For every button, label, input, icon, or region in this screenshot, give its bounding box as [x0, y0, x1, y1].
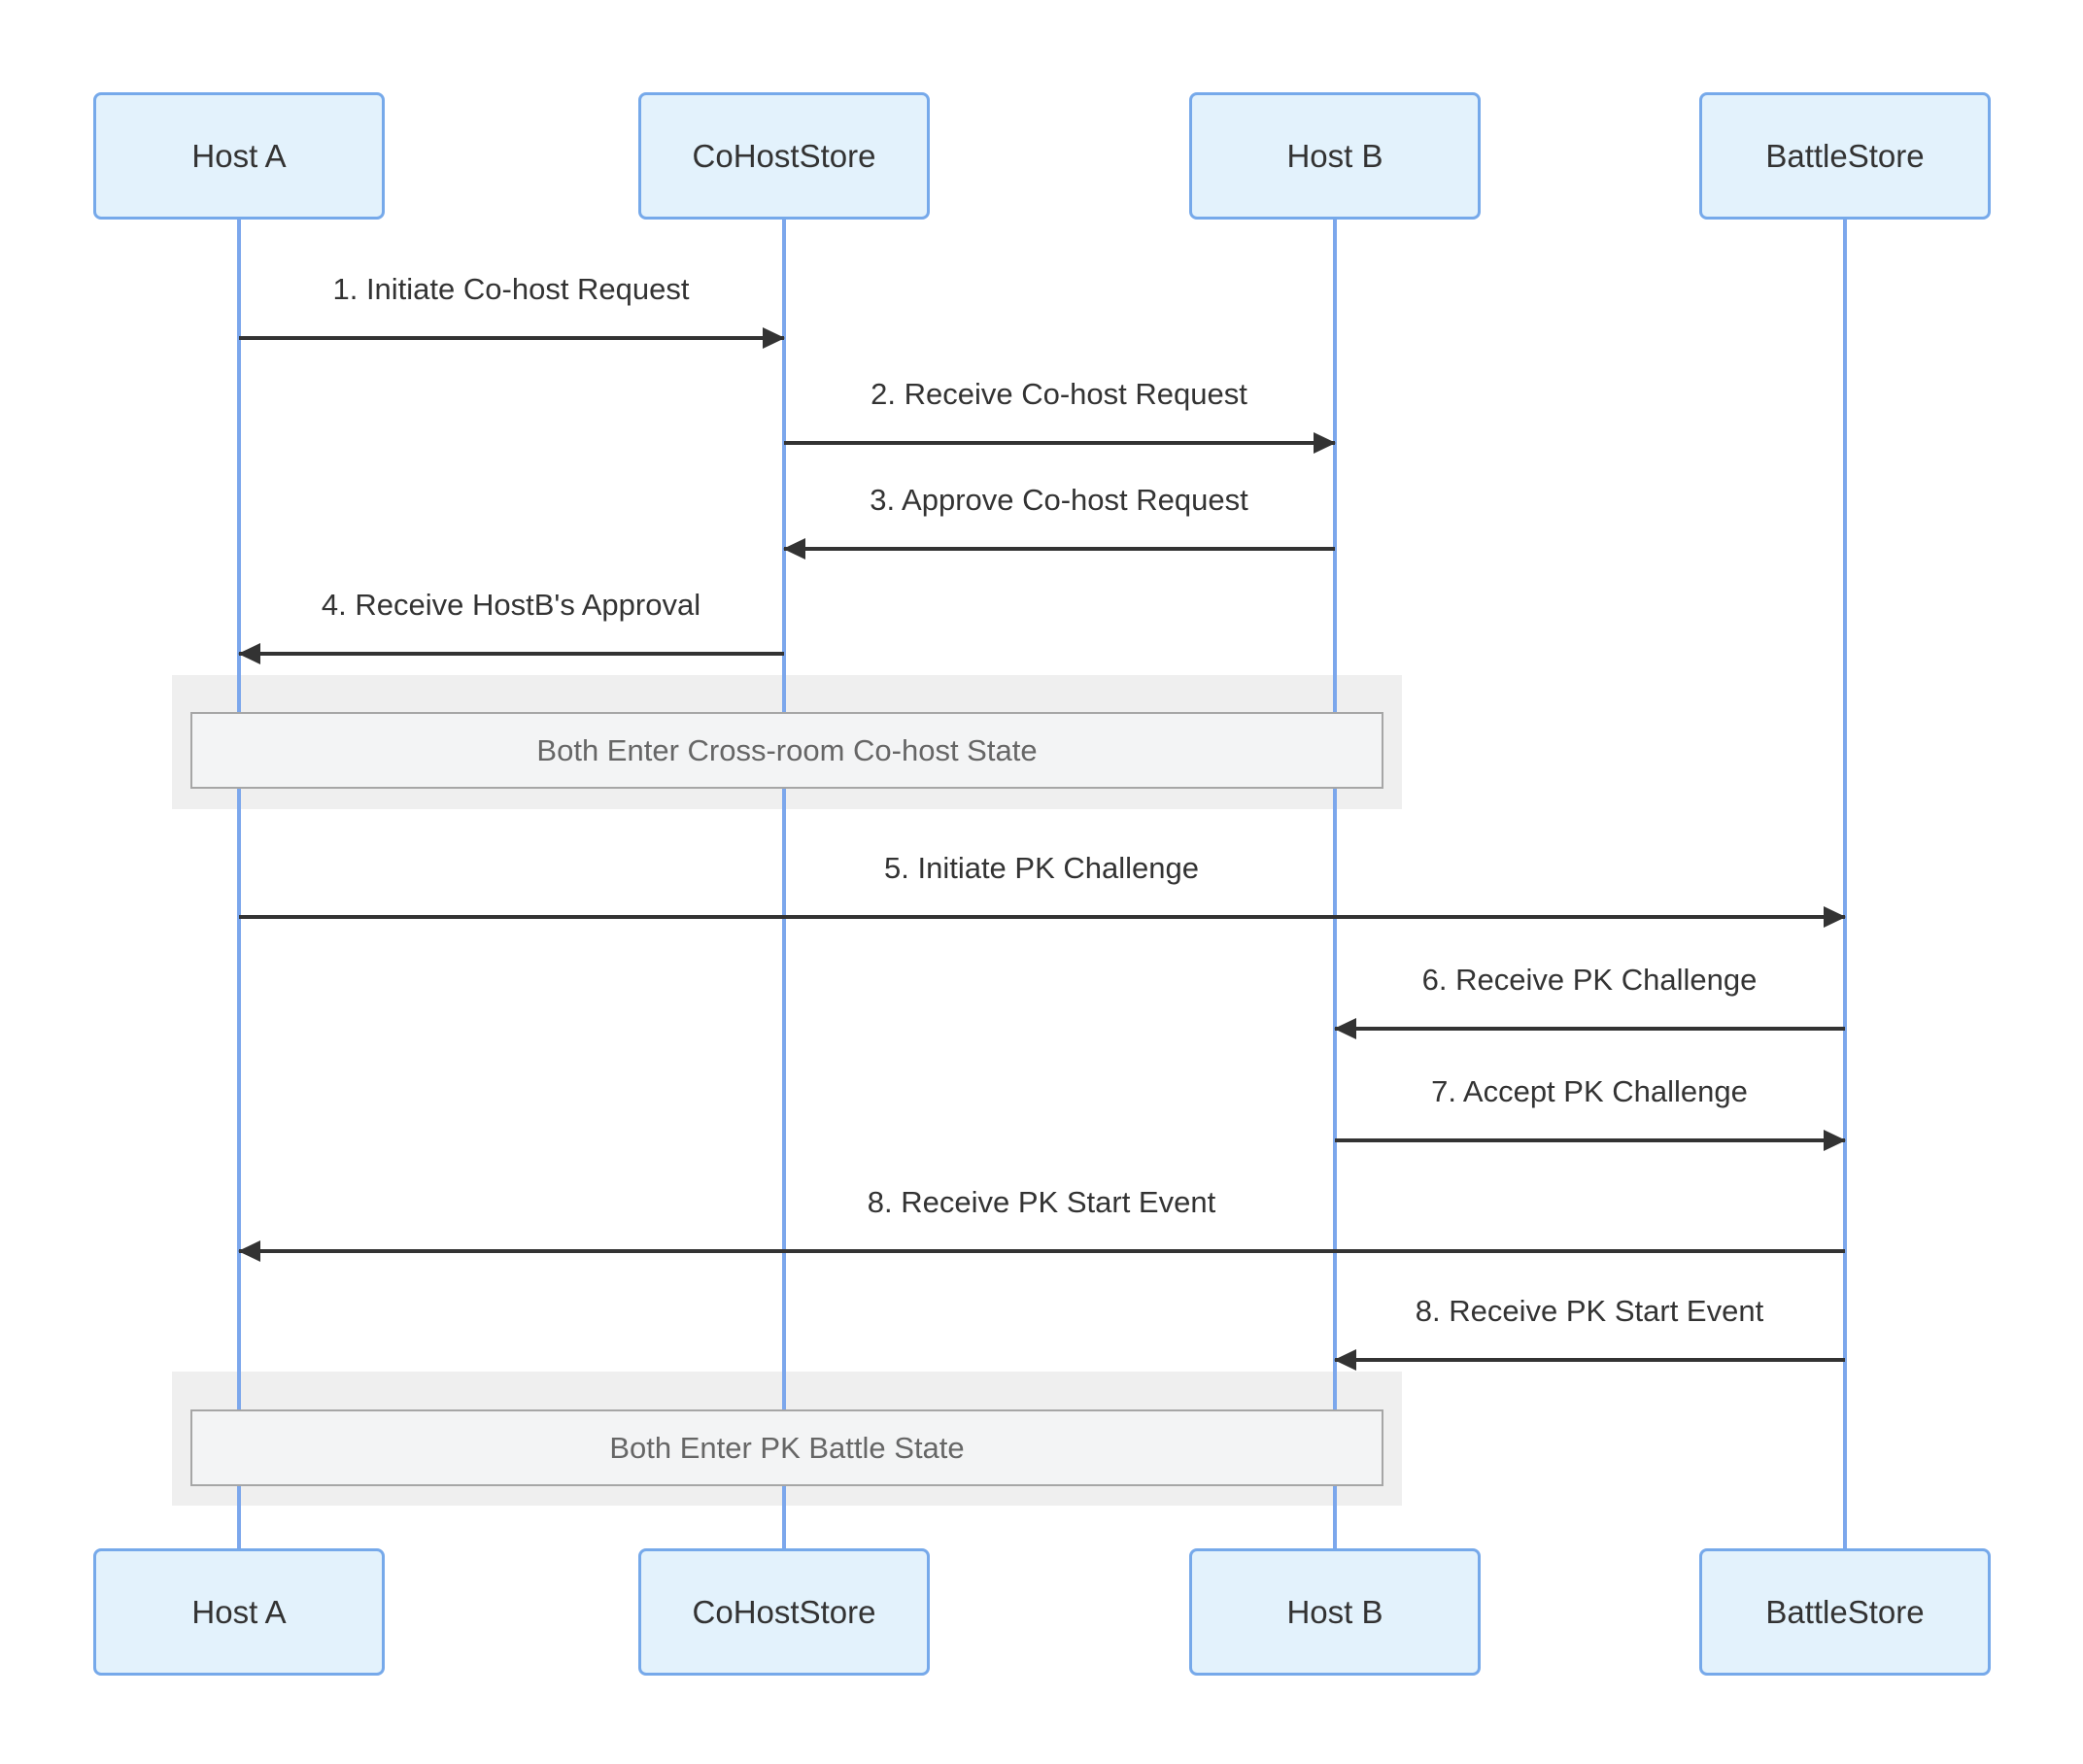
- message-9-arrow: [1334, 1349, 1845, 1371]
- actor-top-cohoststore: CoHostStore: [638, 92, 930, 220]
- actor-bottom-host-b: Host B: [1189, 1548, 1481, 1676]
- message-3-arrow: [783, 538, 1335, 560]
- message-6-arrow: [1334, 1018, 1845, 1039]
- arrowhead-left-icon: [1334, 1349, 1356, 1371]
- arrowhead-right-icon: [1824, 1130, 1846, 1151]
- lifeline-host-b: [1333, 220, 1337, 1548]
- arrowhead-right-icon: [1314, 432, 1336, 454]
- lifeline-host-a: [237, 220, 241, 1548]
- arrowhead-right-icon: [763, 327, 785, 349]
- actor-bottom-battlestore: BattleStore: [1699, 1548, 1991, 1676]
- message-7-label: 7. Accept PK Challenge: [1431, 1074, 1748, 1108]
- note-pk-battle-state: Both Enter PK Battle State: [190, 1409, 1383, 1486]
- message-2-label: 2. Receive Co-host Request: [871, 377, 1247, 411]
- message-4-arrow: [238, 643, 784, 664]
- arrowhead-left-icon: [1334, 1018, 1356, 1039]
- message-5-label: 5. Initiate PK Challenge: [884, 851, 1199, 885]
- message-1-arrow: [239, 327, 785, 349]
- message-2-arrow: [784, 432, 1336, 454]
- message-9-label: 8. Receive PK Start Event: [1415, 1294, 1764, 1328]
- note-cross-room-cohost-state: Both Enter Cross-room Co-host State: [190, 712, 1383, 789]
- message-4-label: 4. Receive HostB's Approval: [321, 588, 701, 622]
- message-8-label: 8. Receive PK Start Event: [867, 1185, 1216, 1219]
- actor-bottom-host-a: Host A: [93, 1548, 385, 1676]
- message-5-arrow: [239, 906, 1846, 928]
- lifeline-battlestore: [1843, 220, 1847, 1548]
- message-7-arrow: [1335, 1130, 1846, 1151]
- message-6-label: 6. Receive PK Challenge: [1421, 963, 1758, 997]
- actor-bottom-cohoststore: CoHostStore: [638, 1548, 930, 1676]
- arrowhead-right-icon: [1824, 906, 1846, 928]
- lifeline-cohoststore: [782, 220, 786, 1548]
- actor-top-host-a: Host A: [93, 92, 385, 220]
- arrowhead-left-icon: [783, 538, 805, 560]
- actor-top-battlestore: BattleStore: [1699, 92, 1991, 220]
- arrowhead-left-icon: [238, 643, 260, 664]
- message-1-label: 1. Initiate Co-host Request: [332, 272, 690, 306]
- message-8-arrow: [238, 1240, 1845, 1262]
- actor-top-host-b: Host B: [1189, 92, 1481, 220]
- message-3-label: 3. Approve Co-host Request: [870, 483, 1248, 517]
- arrowhead-left-icon: [238, 1240, 260, 1262]
